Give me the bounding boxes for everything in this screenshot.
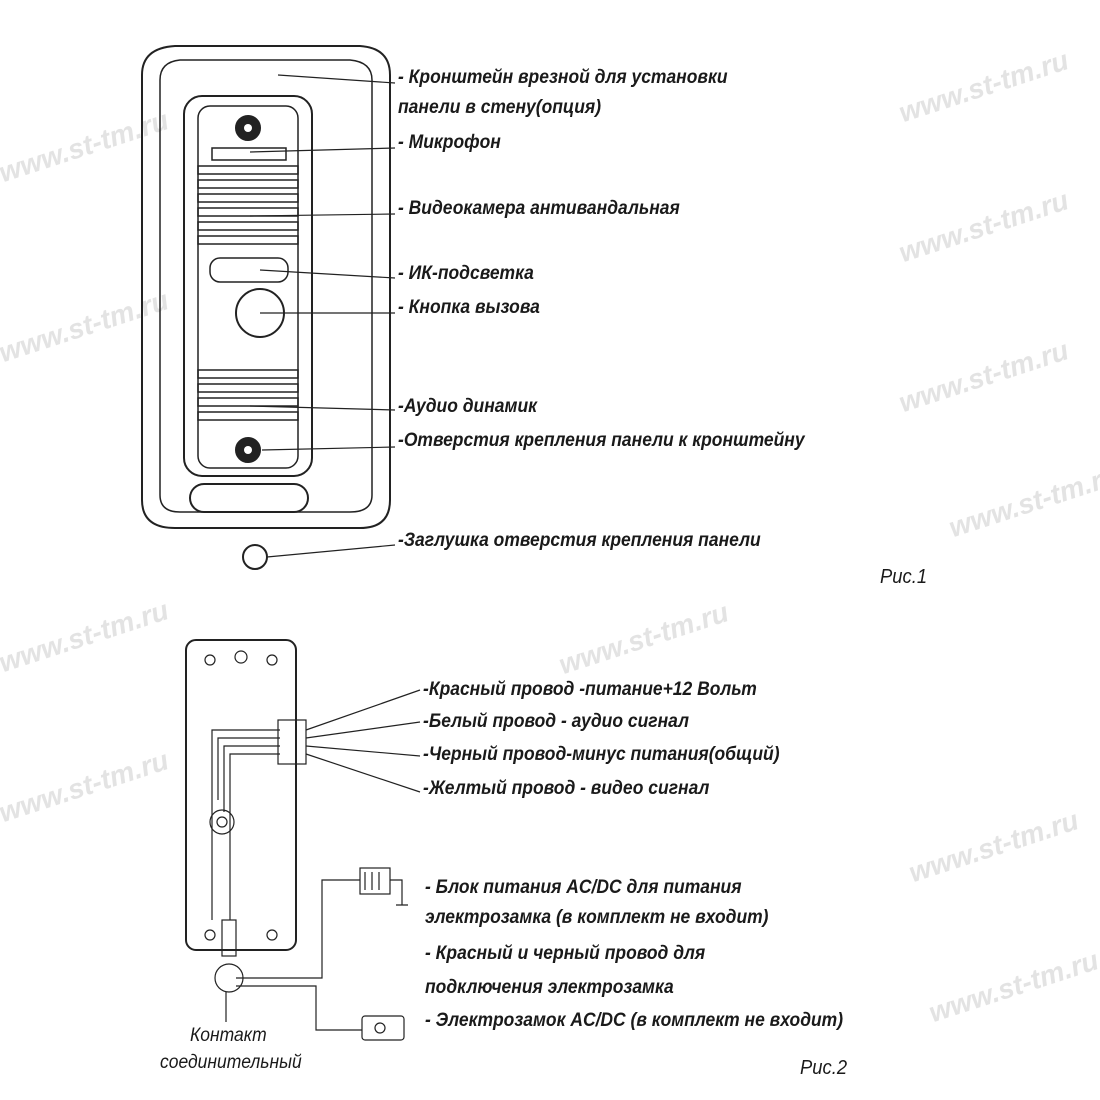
figure1-caption: Рис.1	[880, 566, 928, 588]
label-speaker: -Аудио динамик	[398, 396, 537, 417]
label-mount-holes: -Отверстия крепления панели к кронштейну	[398, 430, 805, 451]
panel-body	[183, 95, 313, 477]
back-panel	[185, 639, 297, 951]
power-adapter	[359, 867, 391, 895]
label-electric-lock: - Электрозамок AC/DC (в комплект не вход…	[425, 1010, 844, 1031]
label-plug: -Заглушка отверстия крепления панели	[398, 530, 761, 551]
label-call-button: - Кнопка вызова	[398, 297, 540, 318]
plug-cap	[242, 544, 268, 570]
label-microphone: - Микрофон	[398, 132, 501, 153]
label-power-supply-2: электрозамка (в комплект не входит)	[425, 907, 769, 928]
label-camera: - Видеокамера антивандальная	[398, 198, 680, 219]
figure2-caption: Рис.2	[800, 1057, 848, 1079]
label-contact-2: соединительный	[160, 1052, 302, 1073]
bracket-outline	[141, 45, 391, 529]
label-wire-red: -Красный провод -питание+12 Вольт	[423, 679, 757, 700]
label-ir: - ИК-подсветка	[398, 263, 534, 284]
label-power-supply: - Блок питания AC/DC для питания	[425, 877, 742, 898]
label-lock-wires: - Красный и черный провод для	[425, 943, 706, 964]
label-wire-yellow: -Желтый провод - видео сигнал	[423, 778, 710, 799]
label-wire-white: -Белый провод - аудио сигнал	[423, 711, 689, 732]
label-lock-wires-2: подключения электрозамка	[425, 977, 674, 998]
ir-window	[209, 257, 289, 283]
label-contact: Контакт	[190, 1025, 267, 1046]
electric-lock	[361, 1015, 405, 1041]
label-wire-black: -Черный провод-минус питания(общий)	[423, 744, 780, 765]
label-bracket: - Кронштейн врезной для установки	[398, 67, 728, 88]
label-bracket-2: панели в стену(опция)	[398, 97, 602, 118]
